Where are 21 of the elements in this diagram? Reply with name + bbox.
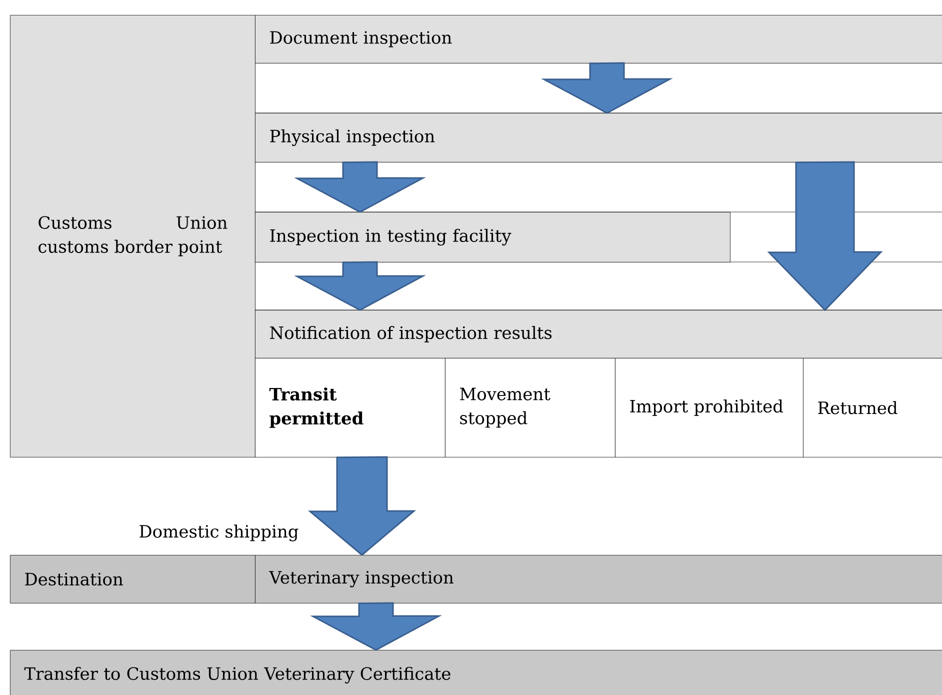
node-label: Document inspection xyxy=(270,31,452,48)
table-cell: Import prohibited xyxy=(615,358,804,458)
table-cell: Notification of inspection results xyxy=(255,310,942,358)
table-cell: Customs Union customs border point xyxy=(10,15,256,458)
table-cell: Document inspection xyxy=(255,15,942,64)
table-cell: Destination xyxy=(10,554,256,604)
node-label: Notification of inspection results xyxy=(270,326,552,342)
table-cell: Transfer to Customs Union Veterinary Certificate xyxy=(10,650,942,695)
block-arrow xyxy=(294,261,426,311)
block-arrow xyxy=(541,62,673,114)
table-cell: Transit permitted xyxy=(255,358,446,458)
table-cell: Movement stopped xyxy=(445,358,616,458)
block-arrow xyxy=(767,161,883,312)
table-cell: Returned xyxy=(803,358,942,458)
edge-label: Domestic shipping xyxy=(140,524,298,542)
table-cell: Physical inspection xyxy=(255,112,942,162)
block-arrow xyxy=(294,161,426,213)
block-arrow xyxy=(308,456,416,556)
table-cell: Inspection in testing facility xyxy=(255,212,730,262)
block-arrow xyxy=(310,602,442,651)
node-label: Veterinary inspection xyxy=(269,571,454,588)
